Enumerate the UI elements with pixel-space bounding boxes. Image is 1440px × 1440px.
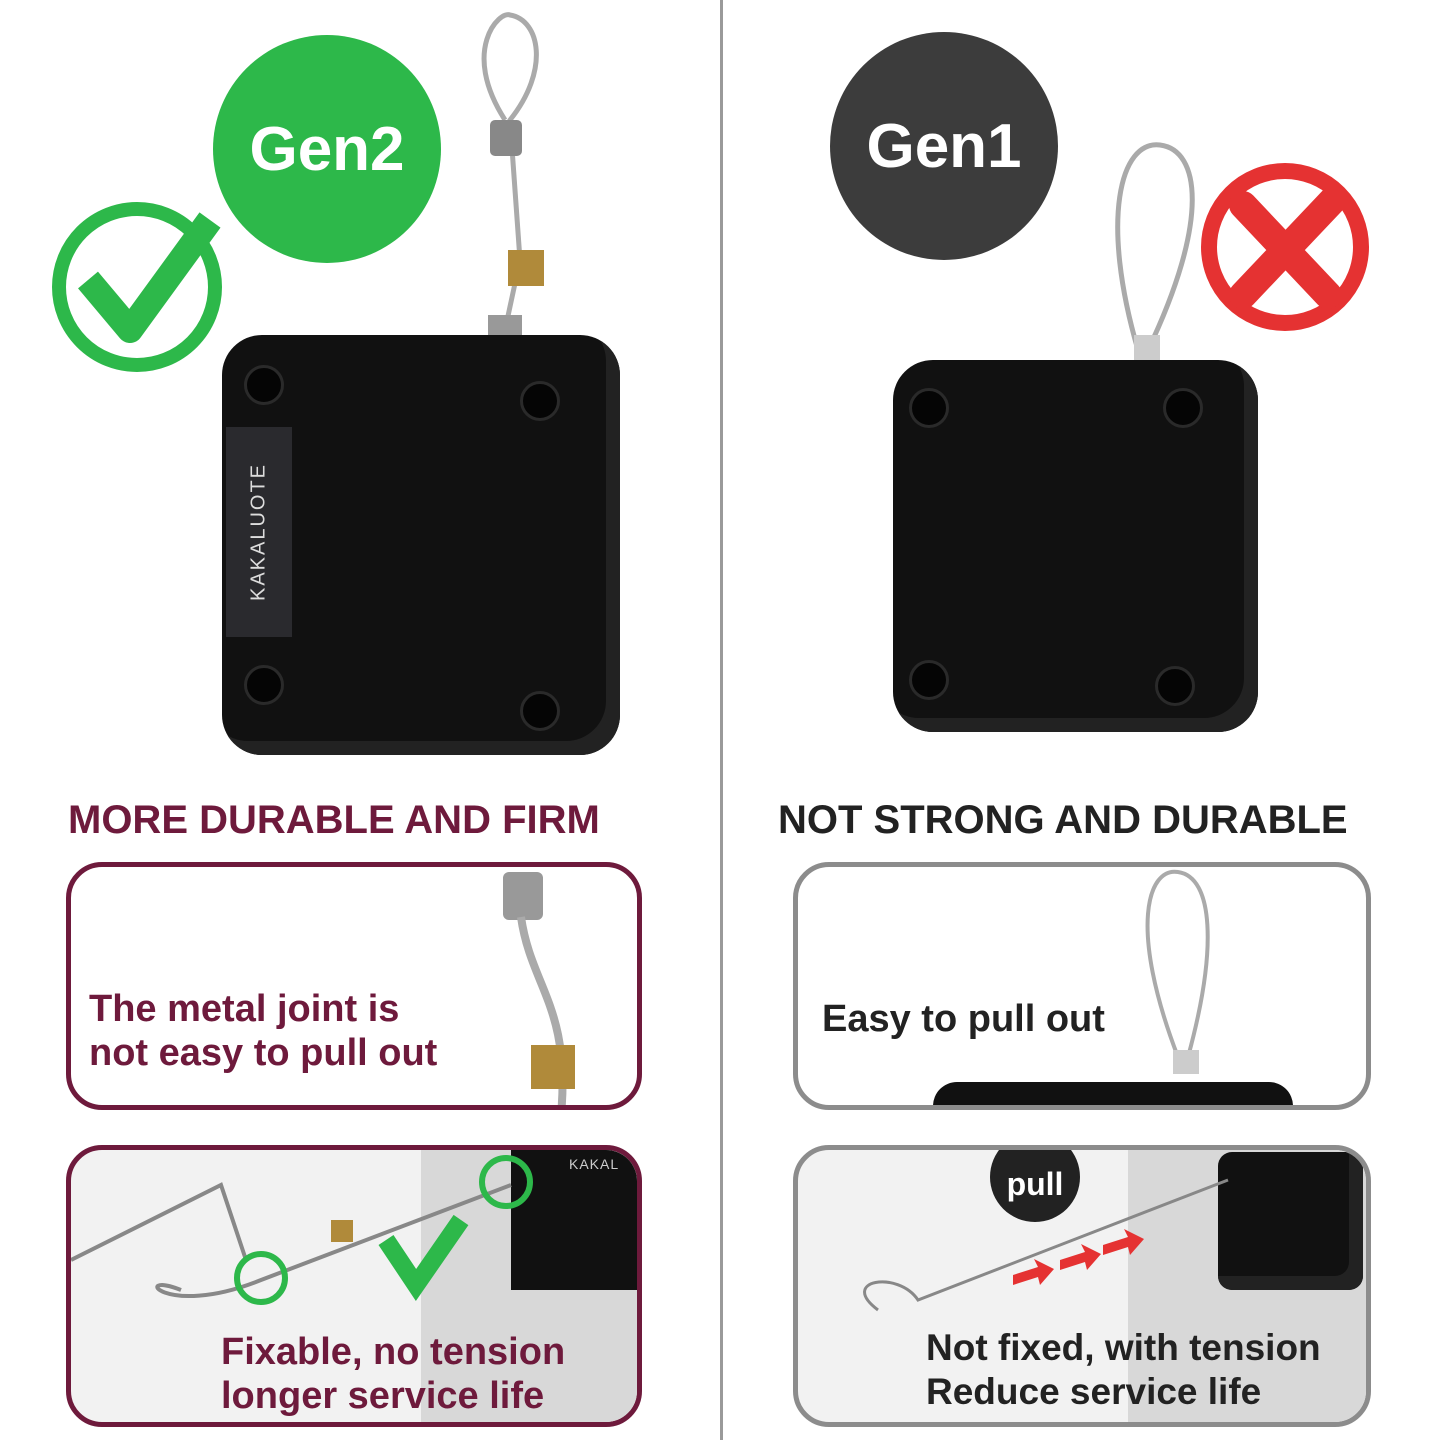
panel-text-line: not easy to pull out <box>89 1032 438 1074</box>
gen1-device-small <box>1218 1152 1363 1290</box>
red-x-icon <box>1201 163 1369 331</box>
gen1-badge: Gen1 <box>830 32 1058 260</box>
pull-badge: pull <box>990 1150 1080 1222</box>
gen2-badge: Gen2 <box>213 35 441 263</box>
pull-label: pull <box>1006 1165 1064 1202</box>
gen1-badge-label: Gen1 <box>866 111 1022 181</box>
metal-joint-icon <box>503 872 575 1105</box>
panel-text: Easy to pull out <box>822 998 1105 1040</box>
fixed-cable-icon <box>71 1155 533 1305</box>
panel-text-line: longer service life <box>221 1375 545 1417</box>
green-check-icon <box>52 202 222 372</box>
gen1-pull-panel: Easy to pull out <box>793 862 1371 1110</box>
tension-cable-icon <box>863 1178 1229 1312</box>
panel-text-line: Reduce service life <box>926 1371 1262 1412</box>
gen1-device <box>893 360 1258 732</box>
brand-label: KAKALUOTE <box>247 462 270 602</box>
gen2-badge-label: Gen2 <box>249 114 405 184</box>
panel-text-line: Not fixed, with tension <box>926 1327 1321 1368</box>
center-divider <box>720 0 723 1440</box>
gen1-cable-icon <box>1115 142 1195 360</box>
gen2-device: KAKALUOTE <box>222 335 620 755</box>
panel-brand-label: KAKAL <box>569 1156 620 1172</box>
gen2-heading: MORE DURABLE AND FIRM <box>68 798 600 842</box>
panel-text-line: The metal joint is <box>89 988 400 1030</box>
panel-text-line: Fixable, no tension <box>221 1331 566 1373</box>
gen2-cable-icon <box>481 12 544 350</box>
loose-cable-icon <box>1145 869 1210 1074</box>
gen1-heading: NOT STRONG AND DURABLE <box>778 798 1348 842</box>
